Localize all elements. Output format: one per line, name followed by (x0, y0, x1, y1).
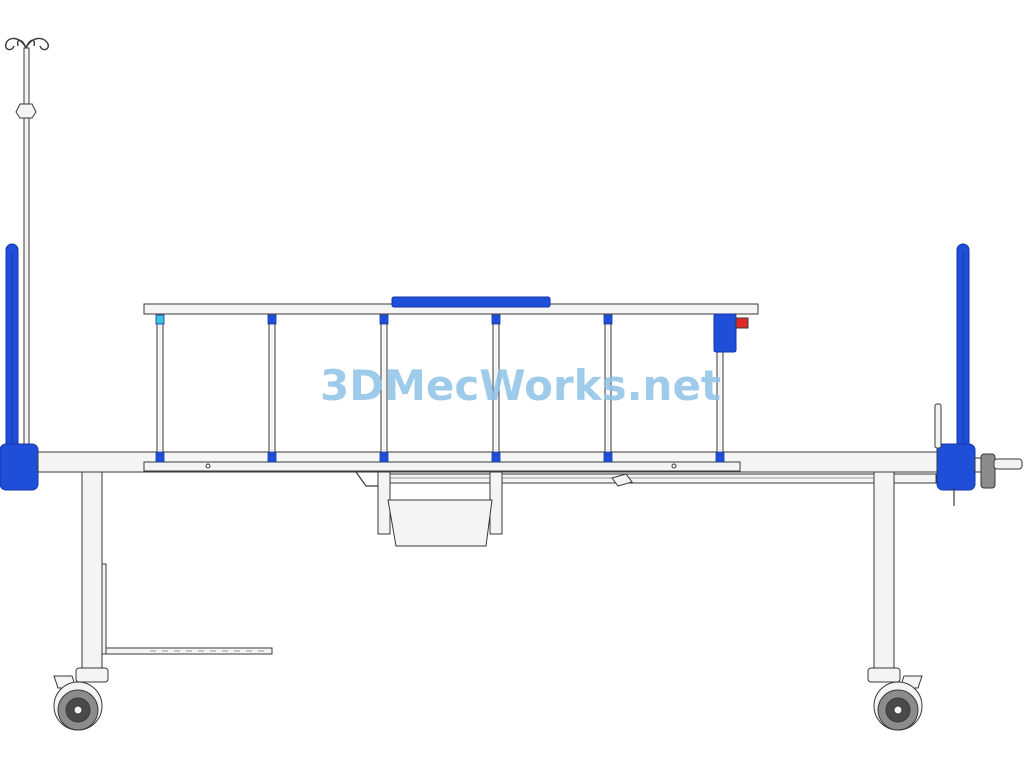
bedpan-tray (387, 499, 493, 547)
bed-leg-right (873, 471, 895, 673)
side-rail-post-bottom-cap (491, 451, 501, 463)
side-rail-posts (155, 314, 725, 463)
watermark-text: 3DMecWorks.net (320, 361, 722, 410)
side-rail-post (268, 319, 276, 461)
side-rail-post-bottom-cap (267, 451, 277, 463)
caster-wheel-left (53, 667, 109, 731)
headboard-post (0, 243, 39, 491)
under-bed-shelf (101, 563, 273, 655)
rail-top-pad (391, 296, 551, 308)
iv-pole-clamp (15, 103, 37, 119)
side-rail-post-top-cap (155, 314, 165, 325)
crank-knob (980, 453, 996, 489)
side-rail (143, 296, 759, 472)
side-rail-post-top-cap (603, 314, 613, 325)
iv-pole (4, 37, 50, 449)
bedpan-holder (377, 471, 503, 547)
bed-frame-linkage-left (355, 471, 381, 487)
caster-wheel-right (867, 667, 923, 731)
bed-legs (81, 471, 895, 673)
side-rail-post-top-cap (267, 314, 277, 325)
side-rail-post-top-cap (491, 314, 501, 325)
side-rail-post-bottom-cap (155, 451, 165, 463)
hand-crank (953, 453, 1023, 506)
footboard-small-handle (934, 403, 942, 449)
side-rail-post (156, 319, 164, 461)
footboard-post (934, 243, 976, 491)
headboard-corner-block (0, 443, 39, 491)
side-rail-bottom-bar (143, 461, 741, 472)
side-rail-post-bottom-cap (715, 451, 725, 463)
side-rail-post-top-cap (379, 314, 389, 325)
side-rail-post-bottom-cap (603, 451, 613, 463)
bed-frame-linkage-right (611, 473, 633, 487)
footboard-corner-block (936, 443, 976, 491)
bed-leg-left (81, 471, 103, 673)
iv-pole-hooks (4, 37, 50, 51)
side-rail-post-bottom-cap (379, 451, 389, 463)
rail-latch (713, 313, 749, 353)
